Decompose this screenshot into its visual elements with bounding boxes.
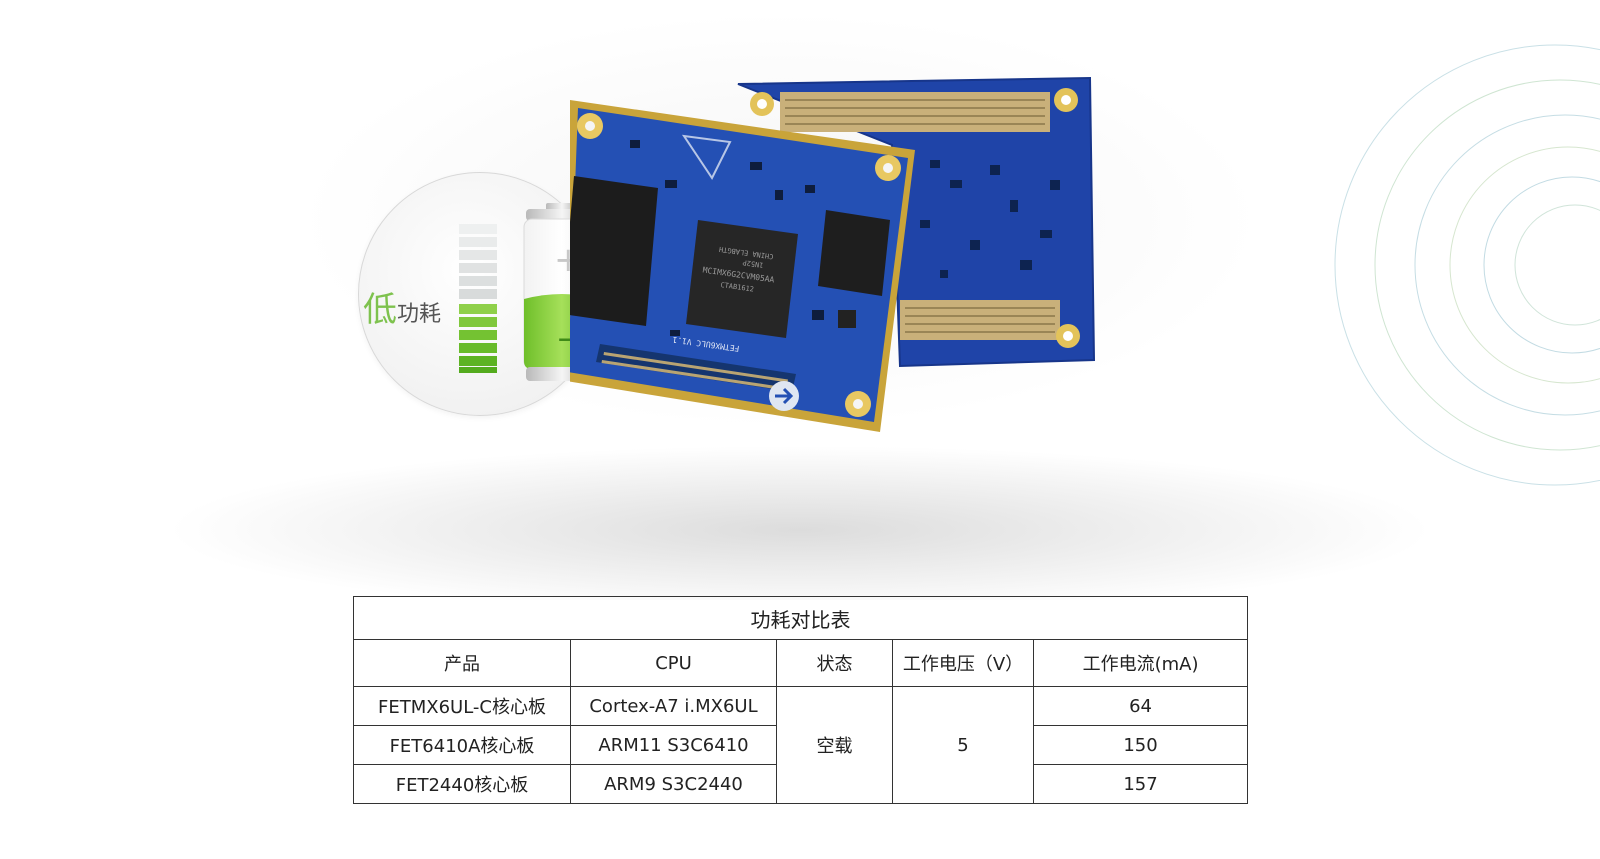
cell-product: FET6410A核心板 (353, 725, 571, 765)
low-power-small-text: 功耗 (397, 302, 442, 327)
table-row: FET6410A核心板 ARM11 S3C6410 150 (353, 725, 1249, 765)
header-product: 产品 (353, 639, 571, 687)
header-cpu: CPU (570, 639, 777, 687)
header-status: 状态 (776, 639, 893, 687)
decorative-rings (1334, 44, 1600, 486)
low-power-big-char: 低 (363, 290, 397, 330)
power-level-bars (459, 224, 497, 373)
back-board (737, 76, 1096, 368)
cell-product: FETMX6UL-C核心板 (353, 686, 571, 726)
table-row: FETMX6UL-C核心板 Cortex-A7 i.MX6UL 空载 5 64 (353, 686, 1249, 804)
cell-cpu: Cortex-A7 i.MX6UL (570, 686, 777, 726)
cell-cpu: ARM9 S3C2440 (570, 764, 777, 804)
front-board: MCIMX6G2CVM05AA CTAB1612 CHINA ELABGTH 1… (570, 100, 915, 432)
header-current: 工作电流(mA) (1032, 639, 1249, 687)
cell-voltage-merged: 5 (892, 686, 1034, 804)
cell-current: 150 (1032, 725, 1249, 765)
cell-current: 64 (1032, 686, 1249, 726)
cpu-code-marking: 1N52P (742, 258, 764, 269)
table-title: 功耗对比表 (352, 596, 1249, 640)
power-comparison-table: 功耗对比表 产品 CPU 状态 工作电压（V） 工作电流(mA) FETMX6U… (352, 596, 1249, 804)
low-power-label: 低功耗 (363, 282, 441, 331)
cell-current: 157 (1032, 764, 1249, 804)
header-voltage: 工作电压（V） (892, 639, 1034, 687)
cell-product: FET2440核心板 (353, 764, 571, 804)
cell-status-merged: 空载 (776, 686, 893, 804)
core-board-illustration: MCIMX6G2CVM05AA CTAB1612 CHINA ELABGTH 1… (570, 76, 1096, 432)
cell-cpu: ARM11 S3C6410 (570, 725, 777, 765)
table-row: FET2440核心板 ARM9 S3C2440 157 (353, 764, 1249, 804)
